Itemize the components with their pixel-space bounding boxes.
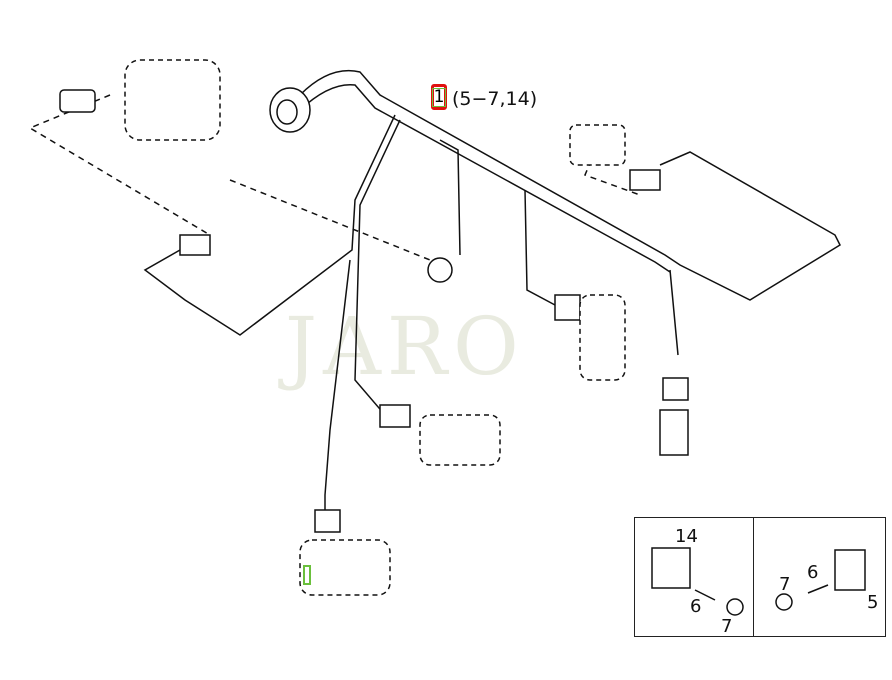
part-hotspot[interactable] xyxy=(303,565,311,585)
seal-7-drawing-right xyxy=(775,593,793,611)
connector-left xyxy=(59,89,96,113)
connector-detail-inset: 14 6 7 7 6 5 xyxy=(634,517,886,637)
watermark: JARO xyxy=(285,300,525,393)
connector-crank xyxy=(379,404,411,428)
terminal-6-drawing xyxy=(694,589,716,601)
sensor-body xyxy=(579,294,626,381)
cam-sensor xyxy=(299,539,391,596)
harness-branch-elbow xyxy=(439,139,461,256)
harness-branch-mid xyxy=(354,119,401,416)
label-7-right: 7 xyxy=(779,574,791,595)
callout-refs: (5−7,14) xyxy=(452,88,538,110)
connector-14-drawing xyxy=(651,547,691,589)
plug-topright xyxy=(569,124,626,166)
harness-branch-down xyxy=(324,259,351,515)
label-14: 14 xyxy=(675,526,698,547)
inset-divider xyxy=(753,518,754,636)
harness-branch-left xyxy=(143,114,396,336)
round-connector xyxy=(269,87,311,133)
elbow-connector xyxy=(427,257,453,283)
terminal-6-drawing-right xyxy=(807,584,829,594)
throttle-body xyxy=(124,59,221,141)
seal-7-drawing xyxy=(726,598,744,616)
label-5: 5 xyxy=(867,592,879,613)
harness-branch-sensor xyxy=(524,189,556,306)
connector-topright xyxy=(629,169,661,191)
crank-sensor xyxy=(419,414,501,466)
dashed-leader-2 xyxy=(229,179,431,261)
label-6-right: 6 xyxy=(807,562,819,583)
harness-branch-right xyxy=(669,269,679,356)
callout-hotspot-1[interactable]: 1 xyxy=(431,84,447,110)
connector-mid xyxy=(179,234,211,256)
connector-bottom xyxy=(314,509,341,533)
label-6: 6 xyxy=(690,596,702,617)
harness-main-trunk xyxy=(299,69,841,301)
connector-5-drawing xyxy=(834,549,866,591)
connector-right xyxy=(662,377,689,401)
harness-main-trunk-lower xyxy=(299,83,671,273)
connector-sensor xyxy=(554,294,581,321)
pressure-switch xyxy=(659,409,689,456)
label-7: 7 xyxy=(721,616,733,637)
